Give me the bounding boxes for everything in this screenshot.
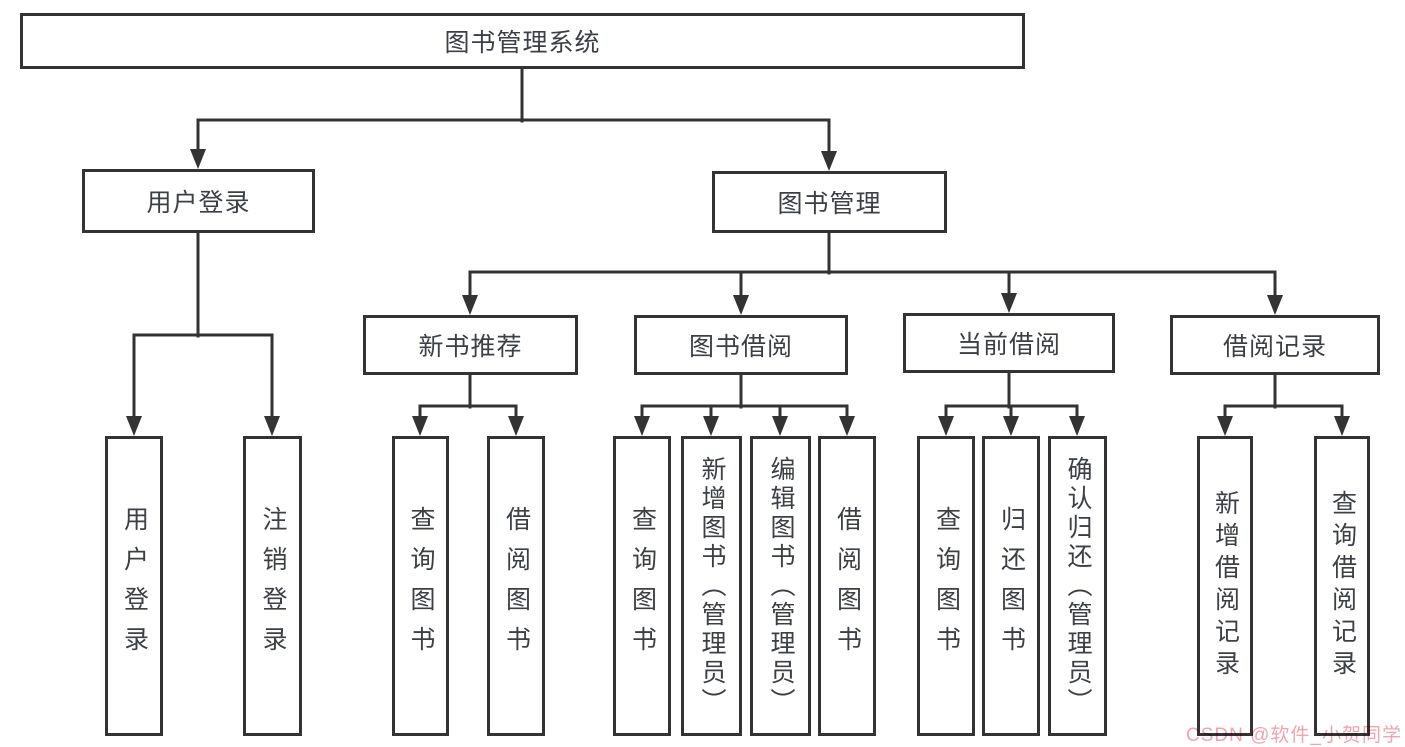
node-label: 用户登录 [120,506,149,666]
node-label: 借阅图书 [833,506,862,666]
node-label: 图书管理 [777,190,882,218]
tree-edges [132,67,1344,422]
node-label: 查询图书 [407,506,435,666]
node-label: 借阅记录 [1222,333,1327,361]
node-label: 查询借阅记录 [1328,490,1357,682]
node-book-borrow: 图书借阅 [634,315,848,375]
leaf-user-login: 用户登录 [105,436,163,736]
node-label: 用户登录 [146,189,251,217]
leaf-query-books-recommend: 查询图书 [392,436,449,736]
leaf-confirm-return-admin: 确认归还（管理员） [1048,436,1107,736]
node-borrow-records: 借阅记录 [1170,315,1380,375]
leaf-borrow-books-recommend: 借阅图书 [487,436,545,736]
node-label: 新书推荐 [418,333,523,361]
leaf-add-borrow-record: 新增借阅记录 [1197,436,1253,736]
node-label: 借阅图书 [502,506,531,666]
node-label: 注销登录 [259,506,287,666]
leaf-query-borrow-record: 查询借阅记录 [1314,436,1370,736]
leaf-query-books-current: 查询图书 [917,436,975,736]
leaf-add-book-admin: 新增图书（管理员） [681,436,742,736]
node-book-management: 图书管理 [712,171,947,233]
node-new-book-recommend: 新书推荐 [363,315,578,375]
node-label: 查询图书 [932,506,961,666]
leaf-query-books-borrow: 查询图书 [613,436,671,736]
node-label: 归还图书 [997,506,1026,666]
leaf-edit-book-admin: 编辑图书（管理员） [750,436,811,736]
node-label: 编辑图书（管理员） [767,455,795,717]
node-label: 确认归还（管理员） [1064,455,1092,717]
node-label: 新增图书（管理员） [698,455,726,717]
node-user-login: 用户登录 [82,169,315,233]
node-label: 查询图书 [628,506,657,666]
node-library-system: 图书管理系统 [20,13,1025,69]
leaf-logout: 注销登录 [243,436,302,736]
node-label: 新增借阅记录 [1211,490,1240,682]
node-label: 当前借阅 [956,331,1061,359]
node-label: 图书管理系统 [444,29,601,57]
leaf-return-books: 归还图书 [982,436,1040,736]
leaf-borrow-books: 借阅图书 [818,436,876,736]
node-label: 图书借阅 [688,333,793,361]
node-current-borrow: 当前借阅 [903,313,1115,373]
watermark: CSDN @软件_小贺同学 [1186,725,1402,746]
